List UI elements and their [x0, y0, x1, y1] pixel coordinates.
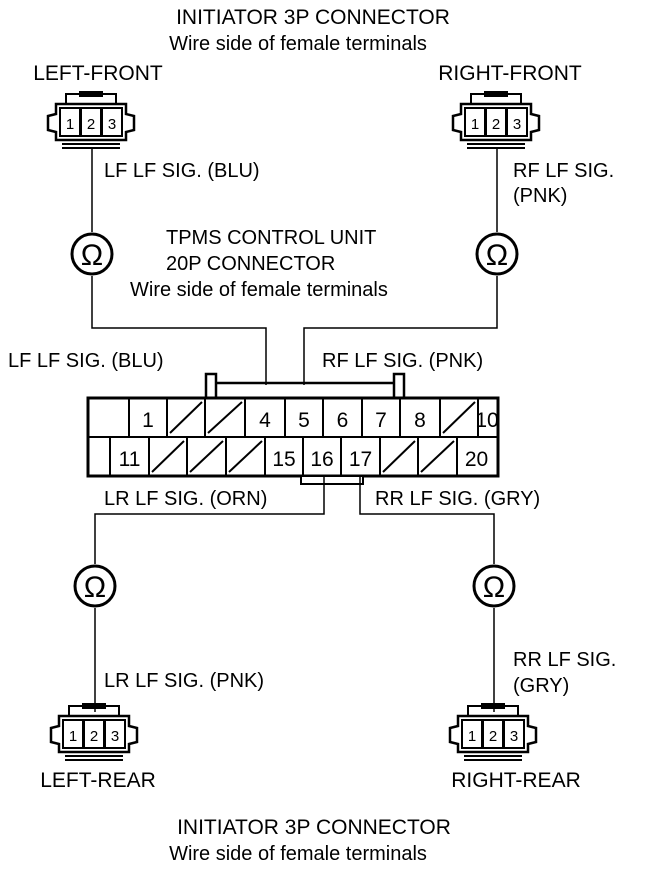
footer-title: INITIATOR 3P CONNECTOR — [177, 816, 451, 839]
cu-unused-pin — [151, 440, 185, 473]
rr-initiator-wire-label-2: (GRY) — [513, 675, 569, 697]
cu-title: TPMS CONTROL UNIT — [166, 227, 376, 249]
cu-pin-5: 5 — [298, 409, 310, 432]
rr-unit-wire-label: RR LF SIG. (GRY) — [375, 488, 540, 510]
ohmmeter-rr: Ω — [472, 564, 516, 608]
tpms-20p-connector: 1 4 5 6 7 8 10 11 15 16 17 20 — [86, 372, 500, 485]
rf-pin-2: 2 — [492, 116, 500, 133]
lr-pin-1: 1 — [69, 728, 77, 745]
ohmmeter-lr: Ω — [73, 564, 117, 608]
cu-pin-1: 1 — [142, 409, 154, 432]
cu-unused-pin — [169, 401, 203, 434]
right-front-label: RIGHT-FRONT — [438, 62, 582, 85]
cu-pin-10: 10 — [475, 409, 498, 432]
ohm-icon: Ω — [84, 571, 106, 604]
rr-pin-3: 3 — [510, 728, 518, 745]
header-subtitle: Wire side of female terminals — [169, 33, 427, 55]
ohm-icon: Ω — [81, 239, 103, 272]
left-rear-label: LEFT-REAR — [40, 769, 156, 792]
header-title: INITIATOR 3P CONNECTOR — [176, 6, 450, 29]
rr-pin-1: 1 — [468, 728, 476, 745]
ohmmeter-rf: Ω — [475, 232, 519, 276]
right-rear-connector: 1 2 3 — [448, 701, 538, 762]
rr-pin-2: 2 — [489, 728, 497, 745]
ohmmeter-lf: Ω — [70, 232, 114, 276]
top-wires — [91, 148, 498, 385]
rf-initiator-wire-label-2: (PNK) — [513, 185, 567, 207]
cu-pin-11: 11 — [119, 448, 141, 471]
cu-pin-15: 15 — [272, 448, 295, 471]
ohm-icon: Ω — [486, 239, 508, 272]
cu-unused-pin — [420, 440, 455, 473]
cu-pin-7: 7 — [375, 409, 387, 432]
cu-subtitle: Wire side of female terminals — [130, 279, 388, 301]
lf-pin-3: 3 — [108, 116, 116, 133]
rf-initiator-wire-label-1: RF LF SIG. — [513, 160, 614, 182]
right-rear-label: RIGHT-REAR — [451, 769, 581, 792]
lr-pin-3: 3 — [111, 728, 119, 745]
cu-pin-grid: 1 4 5 6 7 8 10 11 15 16 17 20 — [109, 398, 499, 476]
rf-pin-1: 1 — [471, 116, 479, 133]
lr-pin-2: 2 — [90, 728, 98, 745]
ohm-icon: Ω — [483, 571, 505, 604]
cu-unused-pin — [189, 440, 224, 473]
cu-connector-type: 20P CONNECTOR — [166, 253, 335, 275]
bottom-wires — [94, 476, 495, 712]
rf-pin-3: 3 — [513, 116, 521, 133]
lr-initiator-wire-label: LR LF SIG. (PNK) — [104, 670, 264, 692]
left-front-connector: 1 2 3 — [46, 89, 136, 150]
lr-unit-wire-label: LR LF SIG. (ORN) — [104, 488, 267, 510]
cu-pin-20: 20 — [465, 448, 488, 471]
lf-initiator-wire-label: LF LF SIG. (BLU) — [104, 160, 260, 182]
rr-initiator-wire-label-1: RR LF SIG. — [513, 649, 616, 671]
cu-pin-8: 8 — [414, 409, 426, 432]
cu-unused-pin — [442, 401, 476, 434]
cu-unused-pin — [382, 440, 416, 473]
lf-pin-2: 2 — [87, 116, 95, 133]
lf-unit-wire-label: LF LF SIG. (BLU) — [8, 350, 164, 372]
rf-unit-wire-label: RF LF SIG. (PNK) — [322, 350, 483, 372]
footer-subtitle: Wire side of female terminals — [169, 843, 427, 865]
cu-unused-pin — [228, 440, 263, 473]
lf-pin-1: 1 — [66, 116, 74, 133]
cu-pin-17: 17 — [349, 448, 372, 471]
right-front-connector: 1 2 3 — [451, 89, 541, 150]
left-rear-connector: 1 2 3 — [49, 701, 139, 762]
cu-unused-pin — [207, 401, 243, 434]
cu-pin-6: 6 — [337, 409, 349, 432]
cu-pin-16: 16 — [310, 448, 333, 471]
cu-pin-4: 4 — [259, 409, 271, 432]
left-front-label: LEFT-FRONT — [33, 62, 163, 85]
